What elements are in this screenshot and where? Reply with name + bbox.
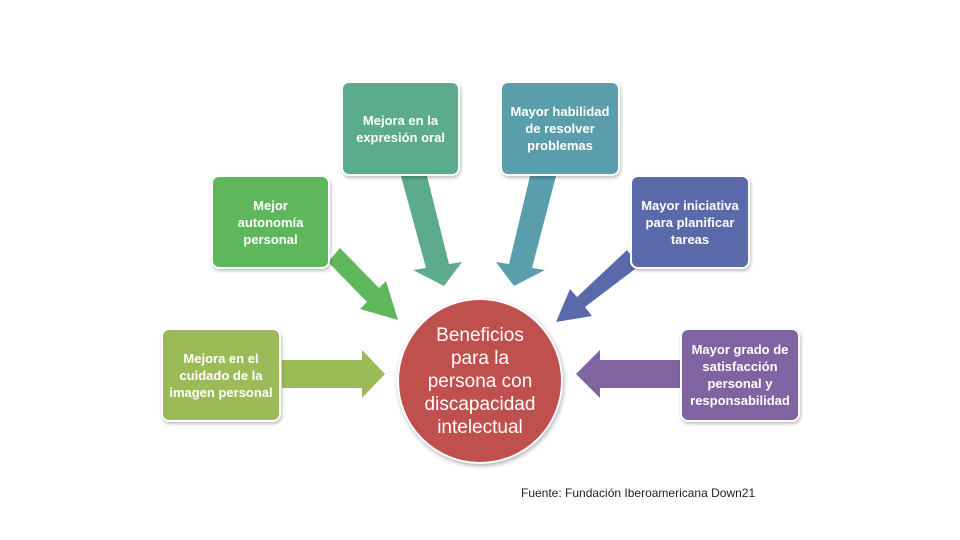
arrow-1 (282, 350, 385, 398)
center-circle: Beneficios para la persona con discapaci… (397, 298, 563, 464)
arrow-3 (401, 176, 462, 286)
source-caption: Fuente: Fundación Iberoamericana Down21 (521, 486, 756, 500)
arrow-2 (328, 248, 398, 320)
benefit-box-problem-solving: Mayor habilidad de resolver problemas (500, 81, 620, 176)
benefit-box-satisfaction: Mayor grado de satisfacción personal y r… (680, 328, 800, 422)
benefit-box-image-care: Mejora en el cuidado de la imagen person… (161, 328, 281, 422)
benefit-box-autonomy: Mejor autonomía personal (211, 175, 330, 269)
benefit-box-oral-expression: Mejora en la expresión oral (341, 81, 460, 176)
benefit-box-planning: Mayor iniciativa para planificar tareas (630, 175, 750, 269)
arrow-6 (576, 350, 682, 398)
arrow-5 (556, 250, 639, 322)
arrow-4 (496, 176, 556, 286)
